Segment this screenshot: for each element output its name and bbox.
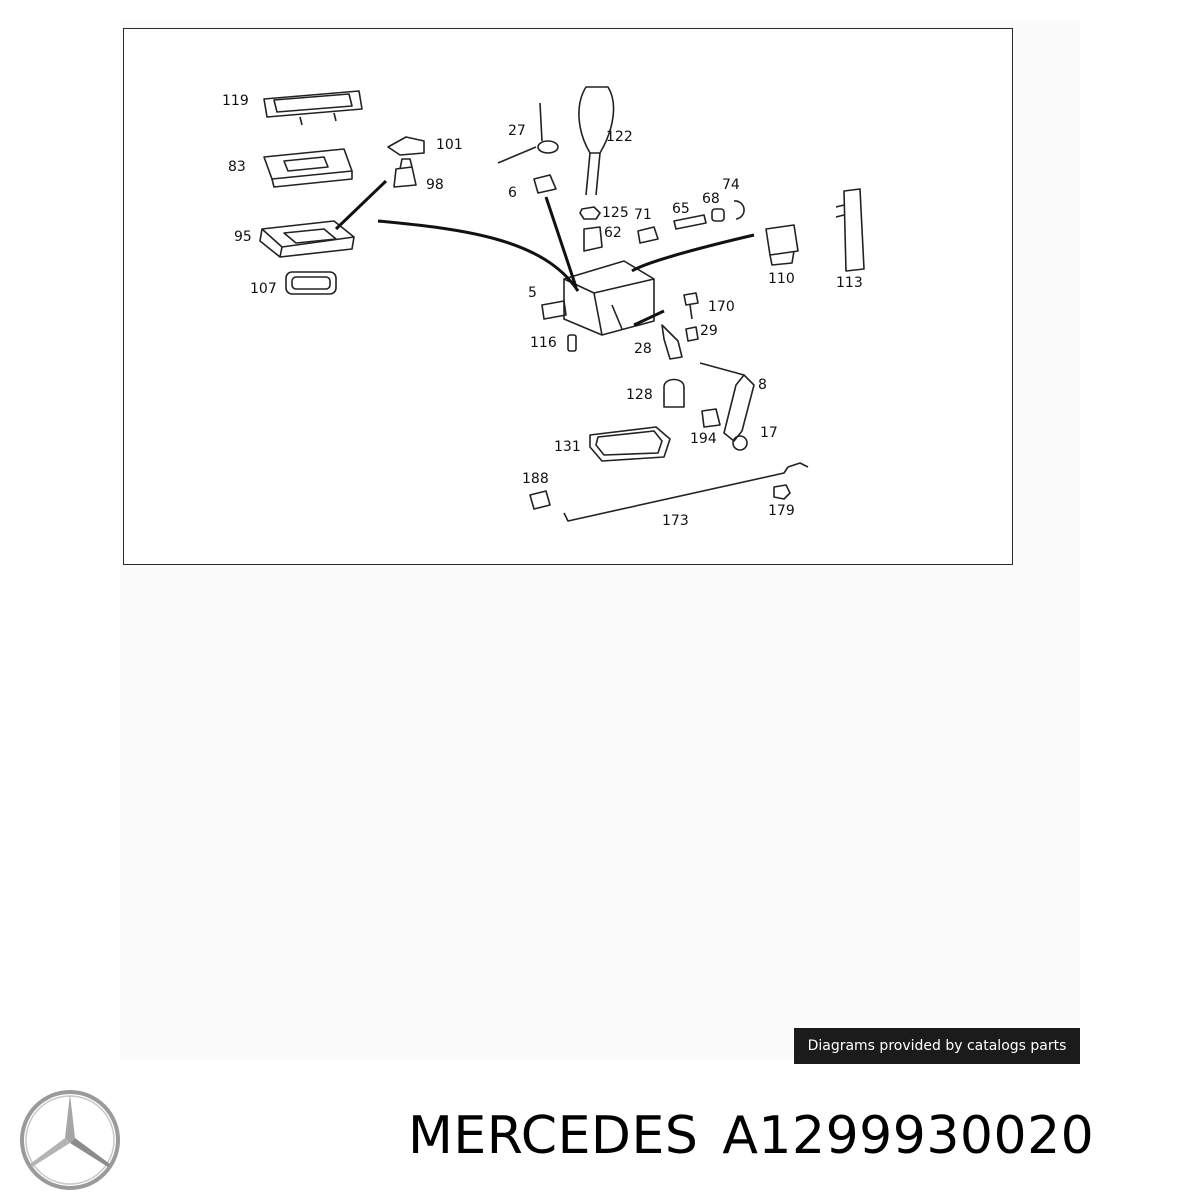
leader-lines bbox=[334, 179, 755, 327]
leader-110-to-5 bbox=[631, 233, 755, 273]
callout-65: 65 bbox=[672, 201, 690, 217]
callout-119: 119 bbox=[222, 93, 249, 109]
part-122-shift-knob bbox=[578, 86, 615, 196]
part-113-switch bbox=[835, 188, 865, 272]
leader-98-to-95 bbox=[334, 179, 388, 231]
mercedes-star-icon bbox=[20, 1090, 120, 1190]
part-62-sensor bbox=[583, 226, 603, 252]
part-6-bracket bbox=[533, 174, 557, 194]
part-68-bushing bbox=[711, 208, 725, 222]
brand-name: MERCEDES bbox=[408, 1106, 699, 1166]
callout-74: 74 bbox=[722, 177, 740, 193]
part-179-nut bbox=[773, 484, 791, 500]
callout-125: 125 bbox=[602, 205, 629, 221]
part-28-lever bbox=[661, 324, 683, 360]
leader-170-to-5 bbox=[633, 309, 665, 327]
callout-5: 5 bbox=[528, 285, 537, 301]
part-101-cap bbox=[387, 136, 425, 156]
callout-122: 122 bbox=[606, 129, 633, 145]
part-number: A1299930020 bbox=[722, 1106, 1095, 1166]
part-170-bolt bbox=[683, 292, 699, 320]
part-119-trim-frame bbox=[263, 90, 363, 126]
callout-62: 62 bbox=[604, 225, 622, 241]
callout-28: 28 bbox=[634, 341, 652, 357]
part-74-ring bbox=[733, 200, 745, 220]
parts-diagram: 119 83 101 98 95 107 27 122 6 125 71 62 … bbox=[123, 28, 1013, 565]
callout-83: 83 bbox=[228, 159, 246, 175]
part-27-rod bbox=[497, 102, 559, 164]
part-98-clip bbox=[393, 158, 417, 188]
part-194-clip bbox=[701, 408, 721, 428]
callout-113: 113 bbox=[836, 275, 863, 291]
callout-29: 29 bbox=[700, 323, 718, 339]
parts-diagram-svg: 119 83 101 98 95 107 27 122 6 125 71 62 … bbox=[222, 86, 865, 529]
part-188-grommet bbox=[529, 490, 551, 510]
callout-71: 71 bbox=[634, 207, 652, 223]
part-125-nut bbox=[579, 206, 601, 220]
part-29-clip bbox=[685, 326, 699, 342]
callout-101: 101 bbox=[436, 137, 463, 153]
callout-131: 131 bbox=[554, 439, 581, 455]
callout-128: 128 bbox=[626, 387, 653, 403]
callout-27: 27 bbox=[508, 123, 526, 139]
callout-8: 8 bbox=[758, 377, 767, 393]
callout-110: 110 bbox=[768, 271, 795, 287]
callout-179: 179 bbox=[768, 503, 795, 519]
part-83-cover bbox=[263, 148, 353, 188]
callout-173: 173 bbox=[662, 513, 689, 529]
callout-170: 170 bbox=[708, 299, 735, 315]
callout-194: 194 bbox=[690, 431, 717, 447]
part-173-rod bbox=[563, 462, 809, 522]
diagram-credit-badge: Diagrams provided by catalogs parts bbox=[794, 1028, 1080, 1064]
leader-6-to-5 bbox=[544, 196, 578, 288]
callout-107: 107 bbox=[250, 281, 277, 297]
leader-95-to-5 bbox=[377, 219, 580, 292]
callout-188: 188 bbox=[522, 471, 549, 487]
callout-95: 95 bbox=[234, 229, 252, 245]
callout-68: 68 bbox=[702, 191, 720, 207]
callout-6: 6 bbox=[508, 185, 517, 201]
part-110-switch bbox=[765, 224, 799, 266]
part-107-gasket bbox=[285, 271, 337, 295]
part-128-bracket bbox=[663, 378, 685, 408]
part-8-lever-arm bbox=[699, 362, 755, 442]
part-17-bushing bbox=[732, 435, 748, 451]
part-116-stud bbox=[567, 334, 577, 352]
part-71-clip bbox=[637, 226, 659, 244]
callout-116: 116 bbox=[530, 335, 557, 351]
part-131-seal bbox=[589, 426, 671, 462]
callout-98: 98 bbox=[426, 177, 444, 193]
part-95-housing bbox=[259, 220, 355, 258]
product-title: MERCEDES A1299930020 bbox=[408, 1106, 1118, 1166]
part-65-pin bbox=[673, 214, 707, 230]
callout-17: 17 bbox=[760, 425, 778, 441]
